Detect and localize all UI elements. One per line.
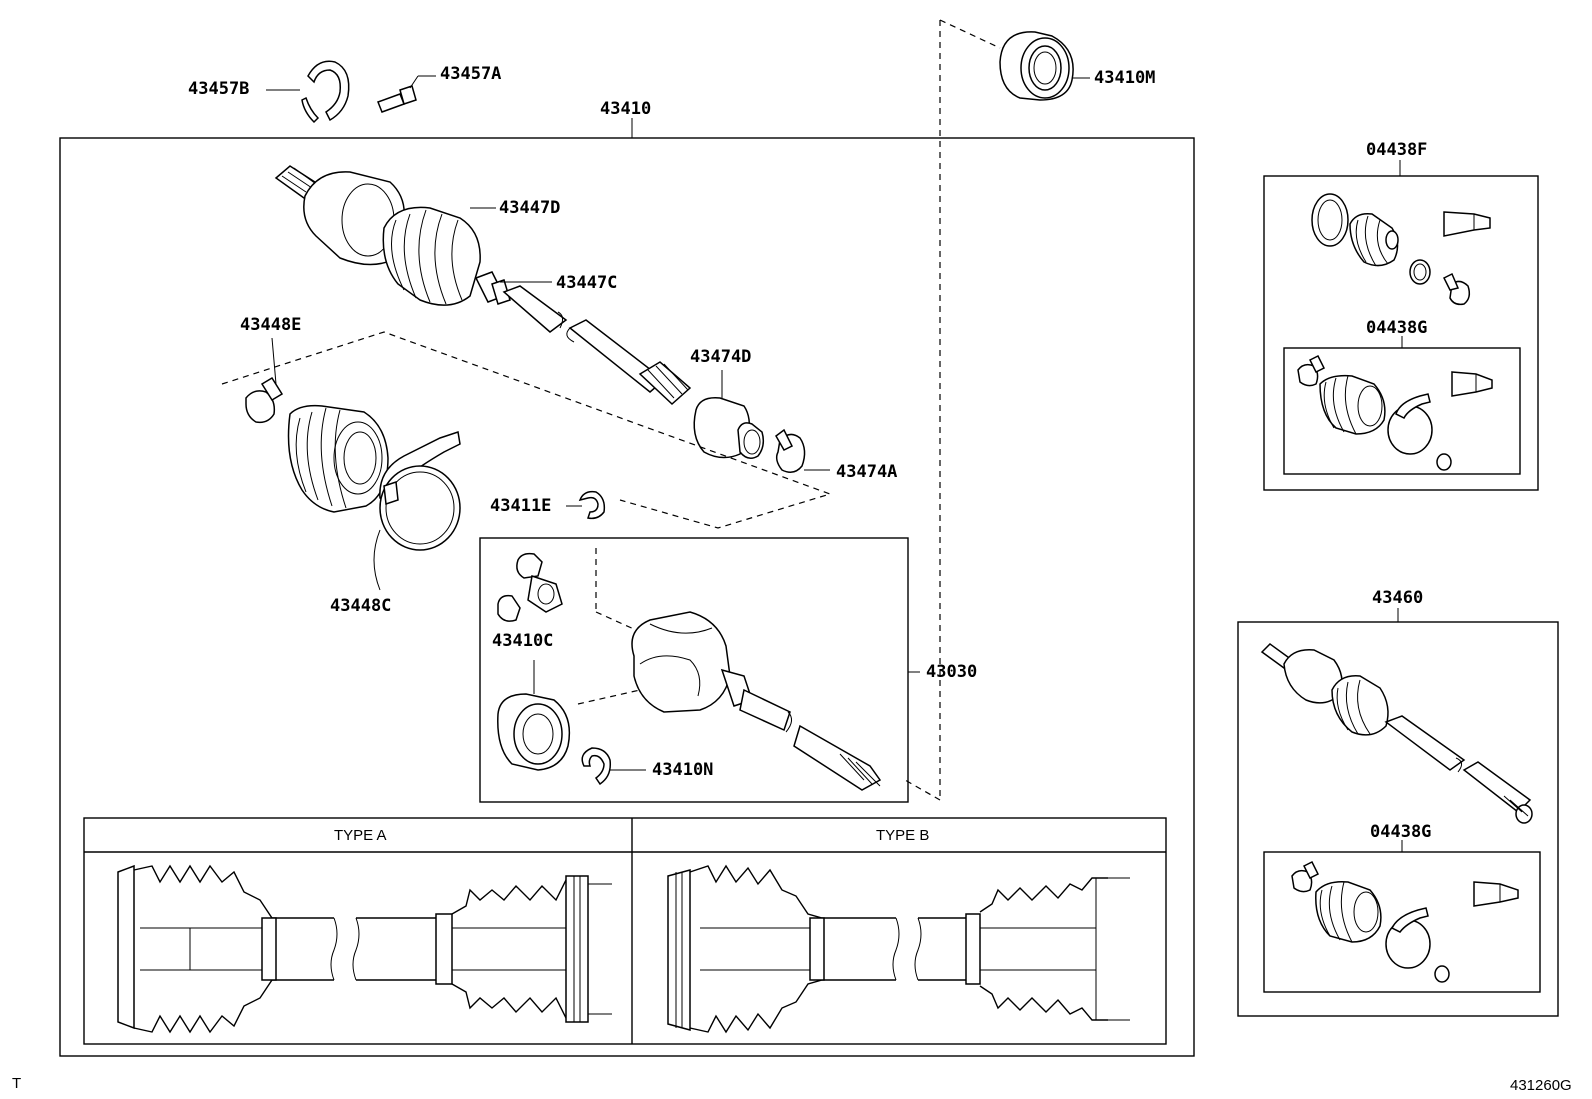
boot-types-frame	[83, 817, 1167, 1045]
type-b-heading: TYPE B	[876, 827, 930, 844]
label-43447d: 43447D	[499, 198, 561, 218]
label-04438g-bottom: 04438G	[1370, 822, 1432, 842]
label-43474d: 43474D	[690, 347, 752, 367]
inner-boot-part	[287, 404, 389, 513]
boot-kit-04438f-frame	[1263, 175, 1539, 491]
boot-kit-04438g-bottom-parts	[1291, 860, 1519, 983]
boot-kit-04438f-parts	[1311, 193, 1491, 306]
bolt-43457a-part	[377, 75, 436, 113]
label-43410m: 43410M	[1094, 68, 1156, 88]
clamp-43448c-part	[373, 431, 461, 591]
cv-joint-housing-part	[631, 611, 882, 791]
type-a-section-drawing	[117, 864, 612, 1034]
label-43474a: 43474A	[836, 462, 898, 482]
drive-shaft-assembly-part	[274, 165, 692, 406]
main-assembly-frame	[59, 137, 1195, 1057]
label-43448c: 43448C	[330, 596, 392, 616]
bearing-43410c-part	[497, 660, 571, 771]
clamp-43474a-part	[775, 428, 830, 473]
label-43030: 43030	[926, 662, 978, 682]
shaft-assembly-43460-parts	[1260, 643, 1533, 824]
clamp-43448e-part	[245, 337, 284, 424]
diagram-code: 431260G	[1510, 1077, 1572, 1094]
snap-ring-43457b-part	[266, 60, 350, 124]
label-43457b: 43457B	[188, 79, 250, 99]
inner-joint-43030-frame	[479, 537, 909, 803]
type-b-section-drawing	[667, 864, 1130, 1034]
label-04438f: 04438F	[1366, 140, 1428, 160]
label-43410n: 43410N	[652, 760, 714, 780]
label-43410: 43410	[600, 99, 652, 119]
bearing-43410m-part	[999, 31, 1090, 101]
label-43410c: 43410C	[492, 631, 554, 651]
snap-ring-43411e-part	[566, 490, 606, 520]
label-04438g-top: 04438G	[1366, 318, 1428, 338]
label-43447c: 43447C	[556, 273, 618, 293]
damper-43474d-part	[693, 370, 765, 459]
label-43448e: 43448E	[240, 315, 302, 335]
snap-ring-43410n-part	[581, 747, 646, 786]
footer-left-mark: T	[12, 1075, 22, 1092]
type-a-heading: TYPE A	[334, 827, 387, 844]
boot-kit-04438g-top-parts	[1297, 354, 1493, 471]
tripod-spider-part	[497, 552, 563, 622]
label-43460: 43460	[1372, 588, 1424, 608]
label-43457a: 43457A	[440, 64, 502, 84]
label-43411e: 43411E	[490, 496, 552, 516]
